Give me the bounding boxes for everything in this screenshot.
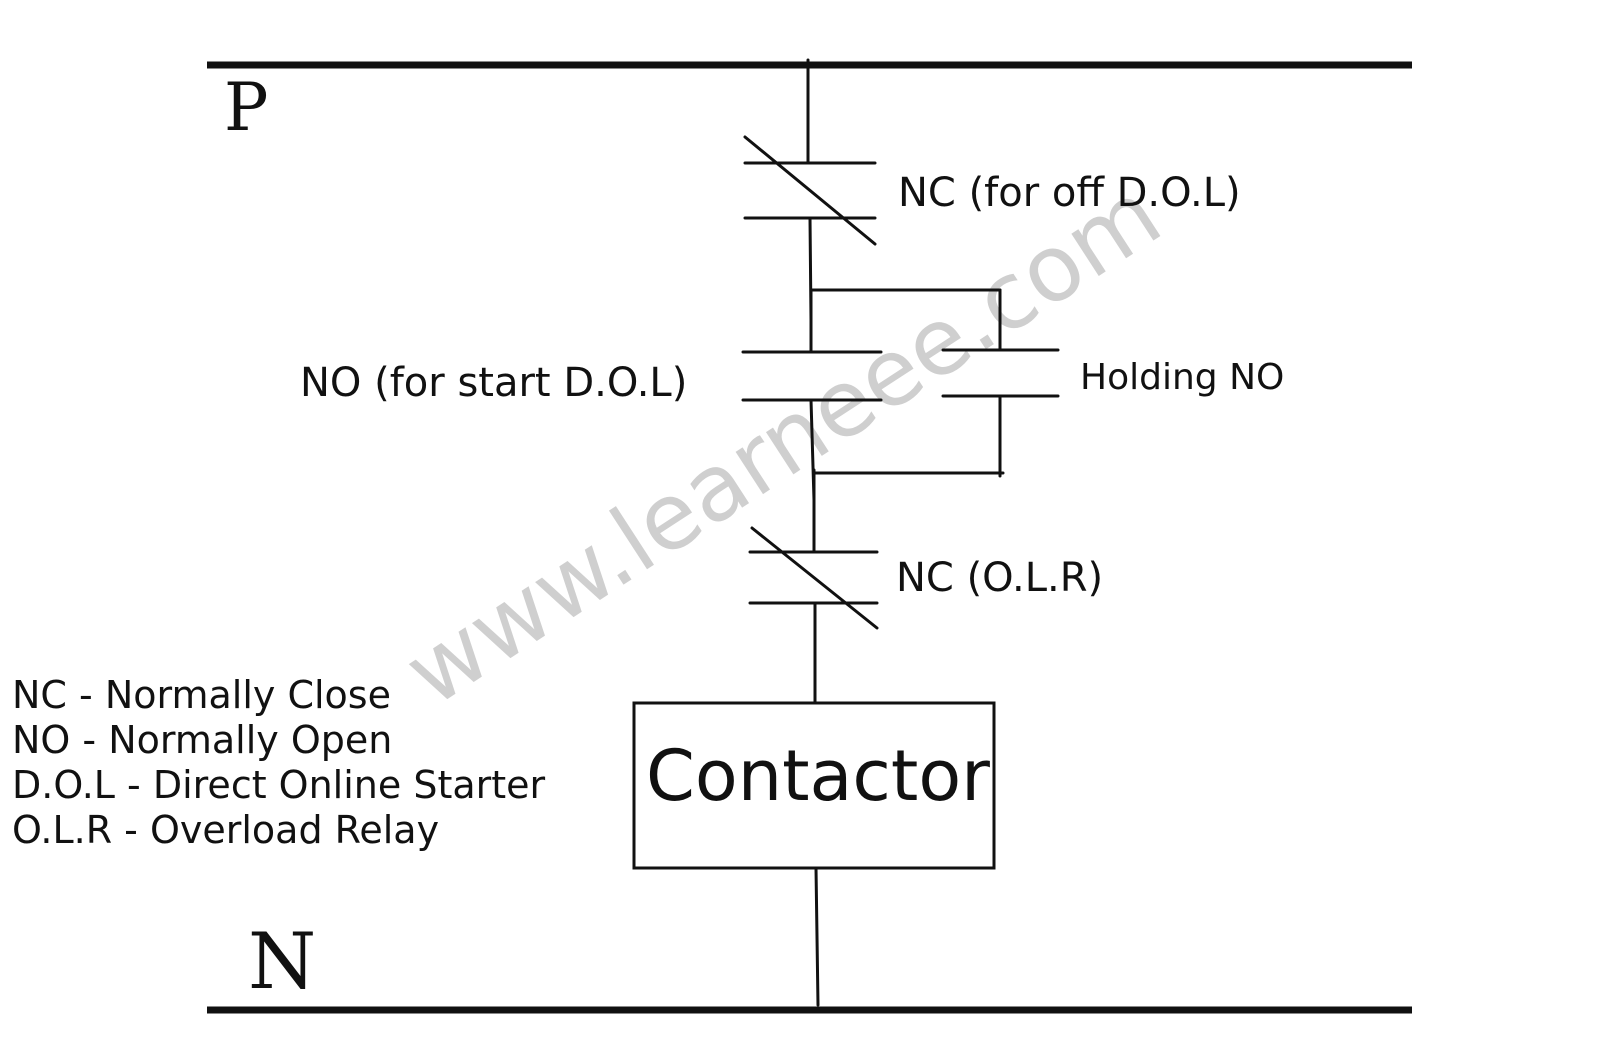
start-no-contact bbox=[741, 350, 883, 402]
stop-nc-contact bbox=[743, 135, 877, 246]
holding-no-label: Holding NO bbox=[1080, 357, 1284, 398]
contactor-label: Contactor bbox=[646, 735, 990, 817]
contactor-box bbox=[632, 701, 996, 870]
legend-item: O.L.R - Overload Relay bbox=[12, 808, 439, 852]
stop-nc-label: NC (for off D.O.L) bbox=[898, 170, 1241, 216]
olr-nc-label: NC (O.L.R) bbox=[896, 555, 1103, 601]
olr-nc-contact bbox=[748, 526, 879, 630]
watermark: www.learneee.com bbox=[387, 160, 1179, 726]
positive-rail-label: P bbox=[224, 69, 268, 146]
holding-branch-wiring bbox=[809, 288, 1005, 478]
wire-contactor-to-n bbox=[814, 866, 820, 1007]
legend-item: NO - Normally Open bbox=[12, 718, 392, 762]
start-no-label: NO (for start D.O.L) bbox=[300, 360, 687, 406]
legend: NC - Normally Close NO - Normally Open D… bbox=[12, 673, 546, 852]
holding-no-contact bbox=[941, 348, 1060, 398]
legend-item: NC - Normally Close bbox=[12, 673, 391, 717]
neutral-rail-label: N bbox=[248, 917, 316, 1007]
legend-item: D.O.L - Direct Online Starter bbox=[12, 763, 546, 807]
